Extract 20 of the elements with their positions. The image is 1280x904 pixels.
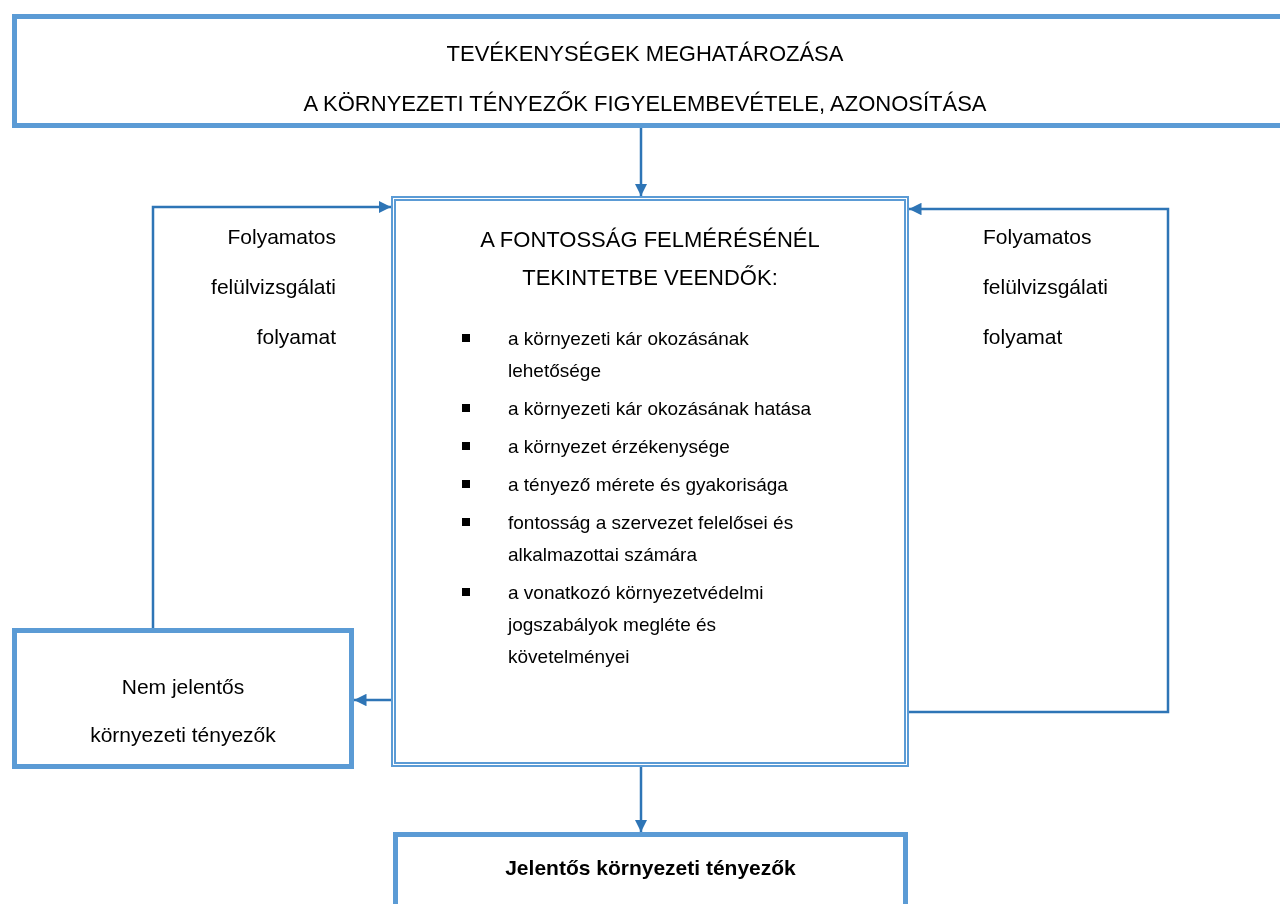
box-title: TEVÉKENYSÉGEK MEGHATÁROZÁSA xyxy=(445,41,845,67)
bullet-text: a vonatkozó környezetvédelmi jogszabályok megléte és követelményei xyxy=(508,581,765,669)
result-box xyxy=(393,832,908,904)
edge-label: Folyamatos felülvizsgálati folyamat xyxy=(983,224,1109,350)
arrow xyxy=(634,767,648,832)
box-heading: A FONTOSSÁG FELMÉRÉSÉNÉL TEKINTETBE VEENDŐK: xyxy=(479,226,821,292)
box-label: Jelentős környezeti tényezők xyxy=(504,855,797,881)
bullet-text: a környezet érzékenysége xyxy=(508,435,731,459)
arrow xyxy=(634,128,648,196)
bullet-text: a tényező mérete és gyakorisága xyxy=(508,473,789,497)
arrow xyxy=(909,202,1170,714)
box-title: A KÖRNYEZETI TÉNYEZŐK FIGYELEMBEVÉTELE, AZONOSÍTÁSA xyxy=(302,91,988,117)
arrow xyxy=(354,693,391,707)
criteria-box xyxy=(391,196,909,767)
bullet-text: a környezeti kár okozásának hatása xyxy=(508,397,813,421)
arrow xyxy=(151,200,391,628)
box-label: Nem jelentős környezeti tényezők xyxy=(89,674,277,748)
process-box xyxy=(12,628,354,769)
process-box xyxy=(12,14,1280,128)
edge-label: Folyamatos felülvizsgálati folyamat xyxy=(210,224,336,350)
